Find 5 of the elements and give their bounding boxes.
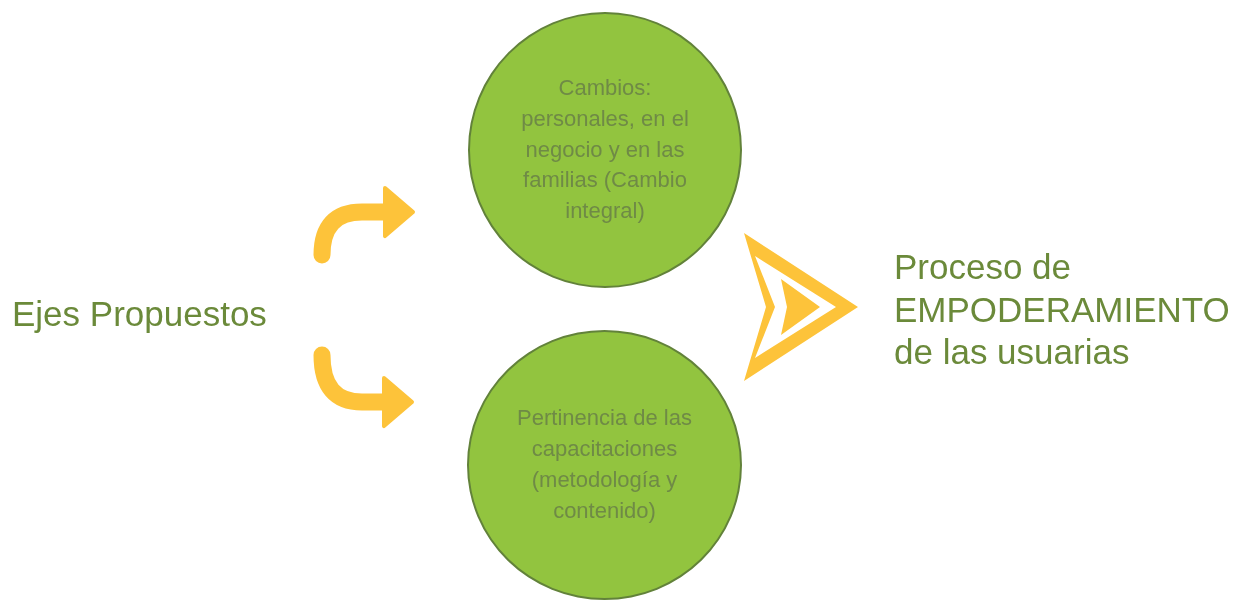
chevron-arrow (744, 233, 858, 381)
circle-text: Cambios: personales, en el negocio y en las familias (Cambio integral) (520, 74, 690, 226)
heading-text: Proceso de EMPODERAMIENTO de las usuarias (894, 240, 1234, 380)
heading-text: Ejes Propuestos (12, 290, 302, 338)
circle-text: Pertinencia de las capacitaciones (metodología y contenido) (516, 404, 693, 525)
